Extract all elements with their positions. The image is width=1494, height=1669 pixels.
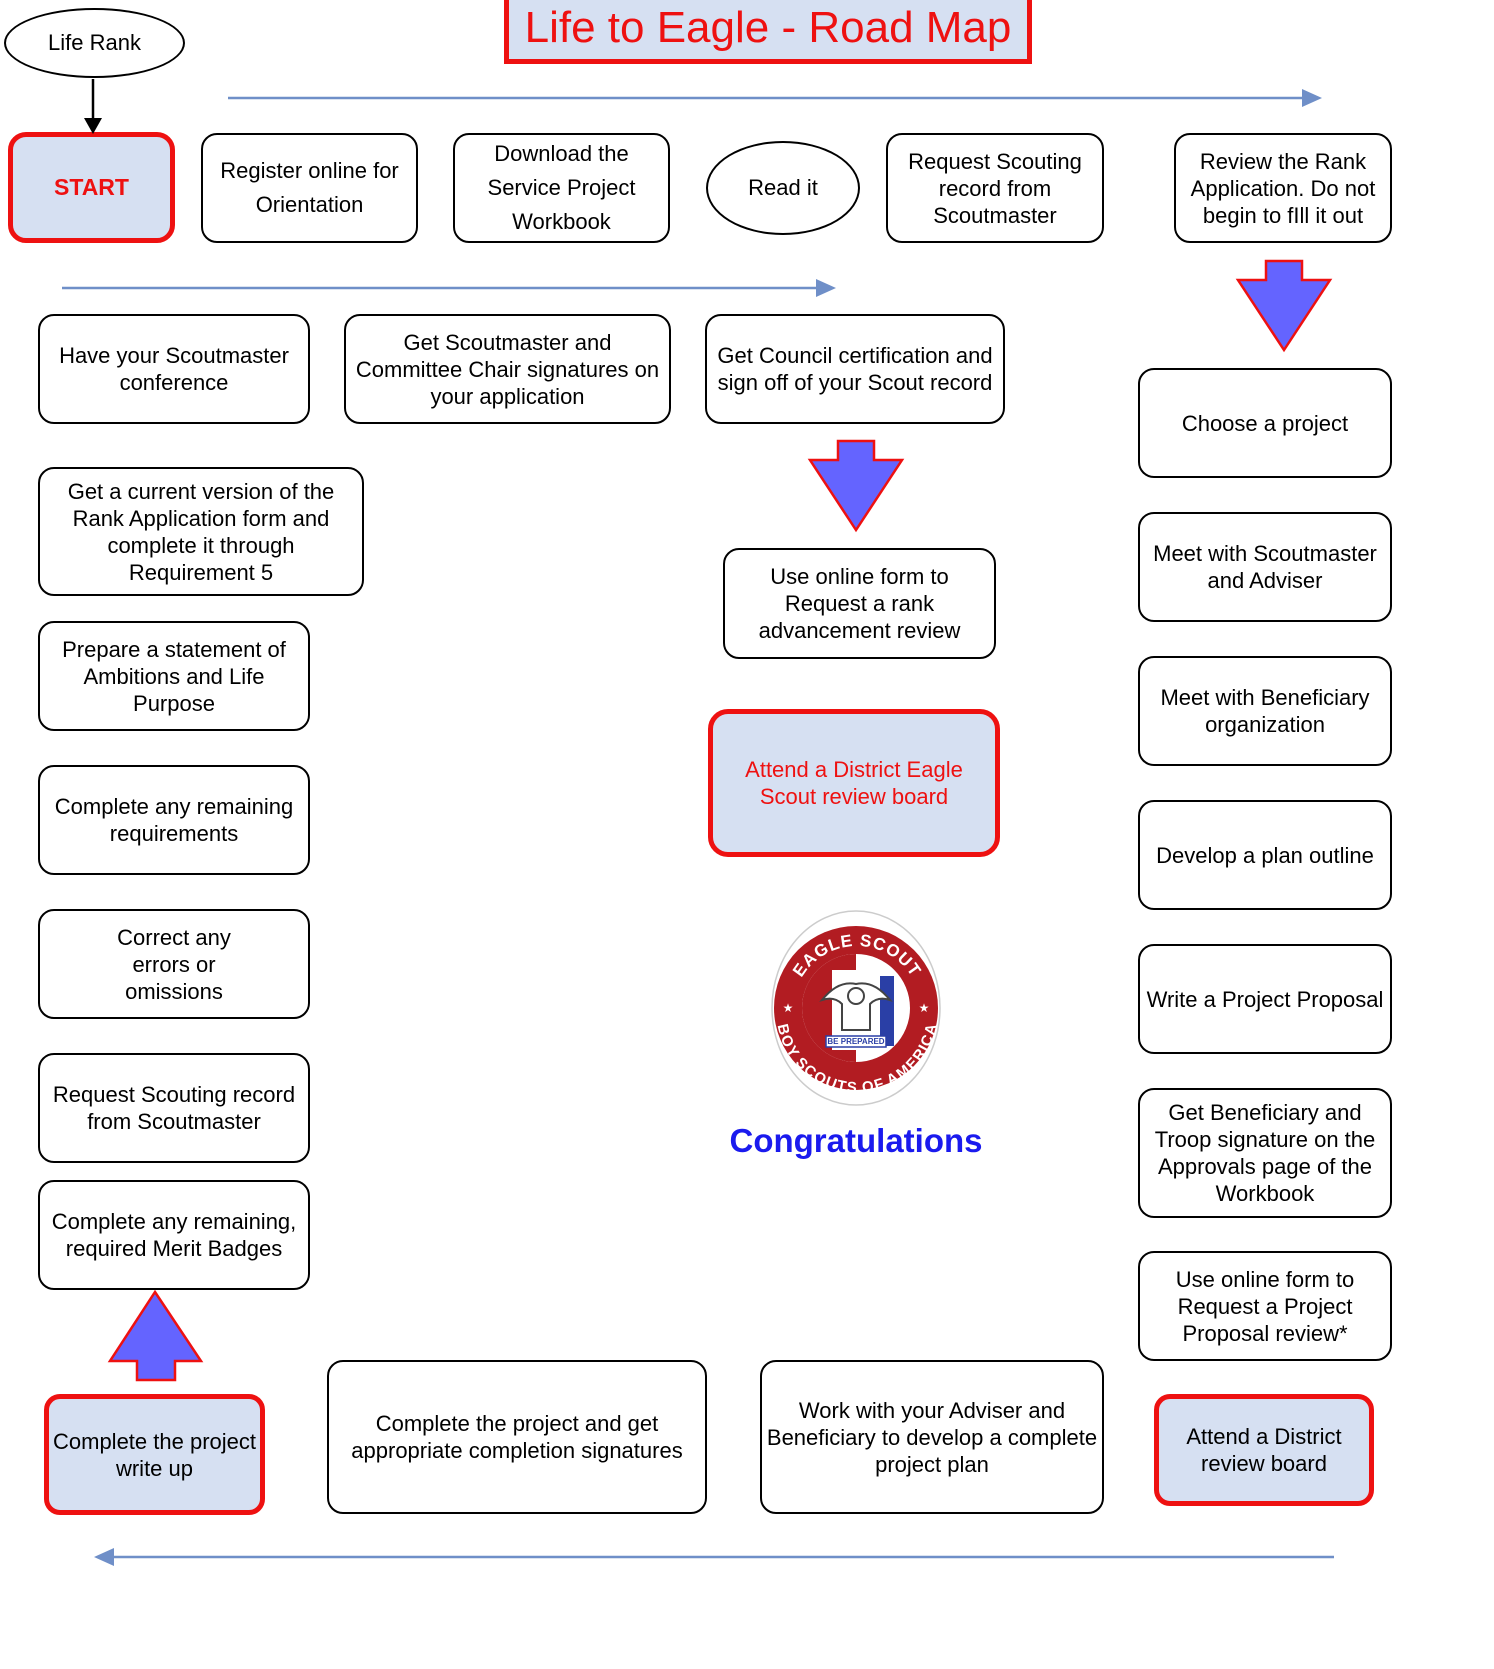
- step-meet-scoutmaster-adviser: Meet with Scoutmaster and Adviser: [1138, 512, 1392, 622]
- step-label: Read it: [748, 175, 818, 200]
- step-label: Choose a project: [1181, 410, 1349, 436]
- step-rank-application: Get a current version of the Rank Applic…: [38, 467, 364, 596]
- step-request-record-top: Request Scouting record from Scoutmaster: [886, 133, 1104, 243]
- step-label: Request Scouting record from Scoutmaster: [908, 148, 1082, 228]
- step-choose-project: Choose a project: [1138, 368, 1392, 478]
- step-complete-project-plan: Work with your Adviser and Beneficiary t…: [760, 1360, 1104, 1514]
- step-download-workbook: Download the Service Project Workbook: [453, 133, 670, 243]
- page-title-text: Life to Eagle - Road Map: [524, 3, 1012, 52]
- block-arrow-down-right: [1235, 259, 1333, 353]
- step-district-review-board: Attend a District review board: [1154, 1394, 1374, 1506]
- step-label: Request Scouting record from Scoutmaster: [52, 1082, 296, 1134]
- step-request-advancement-review: Use online form to Request a rank advanc…: [723, 548, 996, 659]
- svg-text:★: ★: [919, 1001, 930, 1015]
- step-label: Use online form to Request a rank advanc…: [758, 564, 961, 643]
- eagle-scout-badge: BE PREPARED EAGLE SCOUT BOY SCOUTS OF AM…: [771, 910, 941, 1106]
- step-read-it: Read it: [706, 141, 860, 235]
- step-label: Complete the project and get appropriate…: [351, 1411, 683, 1463]
- step-label: Prepare a statement of Ambitions and Lif…: [62, 636, 286, 716]
- step-label: Get Council certification and sign off o…: [717, 343, 993, 395]
- page-title: Life to Eagle - Road Map: [504, 0, 1032, 64]
- step-label: Attend a District review board: [1186, 1424, 1342, 1476]
- congratulations-text: Congratulations: [729, 1122, 983, 1159]
- start-node: START: [8, 132, 175, 243]
- step-write-proposal: Write a Project Proposal: [1138, 944, 1392, 1054]
- step-complete-project: Complete the project and get appropriate…: [327, 1360, 707, 1514]
- step-label: Have your Scoutmaster conference: [59, 343, 289, 395]
- step-label: Meet with Beneficiary organization: [1160, 685, 1370, 737]
- svg-text:★: ★: [783, 1001, 794, 1015]
- step-label: Correct any errors or omissions: [117, 924, 231, 1004]
- step-label: Review the Rank Application. Do not begi…: [1190, 148, 1376, 228]
- step-correct-errors: Correct any errors or omissions: [38, 909, 310, 1019]
- step-label: Attend a District Eagle Scout review boa…: [745, 757, 963, 809]
- flow-arrow-middle: [62, 279, 836, 297]
- badge-ribbon-text: BE PREPARED: [827, 1037, 884, 1046]
- step-label: Use online form to Request a Project Pro…: [1175, 1266, 1355, 1346]
- flow-arrow-bottom: [94, 1548, 1334, 1566]
- step-project-write-up: Complete the project write up: [44, 1394, 265, 1515]
- step-label: Write a Project Proposal: [1146, 986, 1384, 1012]
- block-arrow-up-left: [107, 1289, 204, 1382]
- step-label: Get Scoutmaster and Committee Chair sign…: [355, 329, 660, 409]
- step-label: Register online for Orientation: [220, 158, 399, 217]
- step-signatures-application: Get Scoutmaster and Committee Chair sign…: [344, 314, 671, 424]
- step-label: Download the Service Project Workbook: [487, 141, 636, 234]
- step-review-application: Review the Rank Application. Do not begi…: [1174, 133, 1392, 243]
- step-develop-plan-outline: Develop a plan outline: [1138, 800, 1392, 910]
- step-label: Complete any remaining requirements: [54, 794, 294, 846]
- step-register-orientation: Register online for Orientation: [201, 133, 418, 243]
- connector-arrow: [84, 79, 102, 134]
- step-eagle-review-board: Attend a District Eagle Scout review boa…: [708, 709, 1000, 857]
- step-request-record-left: Request Scouting record from Scoutmaster: [38, 1053, 310, 1163]
- step-remaining-requirements: Complete any remaining requirements: [38, 765, 310, 875]
- start-label: START: [54, 174, 129, 200]
- step-merit-badges: Complete any remaining, required Merit B…: [38, 1180, 310, 1290]
- step-ambitions-statement: Prepare a statement of Ambitions and Lif…: [38, 621, 310, 731]
- step-council-certification: Get Council certification and sign off o…: [705, 314, 1005, 424]
- step-meet-beneficiary: Meet with Beneficiary organization: [1138, 656, 1392, 766]
- step-label: Work with your Adviser and Beneficiary t…: [766, 1397, 1098, 1477]
- step-label: Develop a plan outline: [1156, 842, 1374, 868]
- block-arrow-down-middle: [807, 439, 905, 533]
- step-label: Get Beneficiary and Troop signature on t…: [1154, 1100, 1376, 1206]
- step-label: Get a current version of the Rank Applic…: [67, 478, 335, 585]
- step-approvals-signature: Get Beneficiary and Troop signature on t…: [1138, 1088, 1392, 1218]
- step-request-proposal-review: Use online form to Request a Project Pro…: [1138, 1251, 1392, 1361]
- life-rank-node: Life Rank: [4, 8, 185, 78]
- step-scoutmaster-conference: Have your Scoutmaster conference: [38, 314, 310, 424]
- life-rank-label: Life Rank: [48, 30, 141, 55]
- flow-arrow-top: [228, 89, 1322, 107]
- step-label: Meet with Scoutmaster and Adviser: [1153, 541, 1377, 593]
- svg-text:BE PREPARED: BE PREPARED: [827, 1037, 884, 1046]
- step-label: Complete the project write up: [53, 1428, 256, 1481]
- step-label: Complete any remaining, required Merit B…: [51, 1209, 297, 1261]
